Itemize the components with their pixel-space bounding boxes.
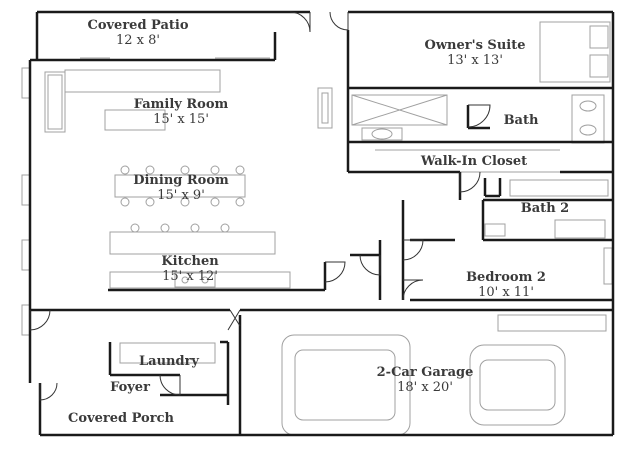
room-dimensions: 15' x 9': [157, 188, 205, 203]
room-name: Kitchen: [161, 254, 219, 269]
room-name: Foyer: [110, 380, 150, 395]
room-label-family-room: Family Room 15' x 15': [134, 97, 229, 127]
room-label-covered-patio: Covered Patio 12 x 8': [87, 18, 188, 48]
room-name: 2-Car Garage: [376, 365, 474, 380]
doors: [29, 11, 491, 401]
room-label-dining-room: Dining Room 15' x 9': [133, 173, 229, 203]
room-dimensions: 15' x 12': [162, 269, 218, 284]
room-name: Covered Porch: [68, 411, 174, 426]
patio-door-icon: [289, 11, 311, 33]
front-door-icon: [39, 382, 58, 401]
room-label-owners-suite: Owner's Suite 13' x 13': [425, 38, 526, 68]
shower-icon: [351, 94, 448, 126]
room-label-bath: Bath: [504, 113, 539, 128]
sofa-icon: [44, 71, 66, 133]
toilet-icon: [361, 127, 403, 141]
tv-console-icon: [317, 87, 333, 129]
sectional-sofa-icon: [64, 69, 221, 93]
room-dimensions: 13' x 13': [447, 53, 503, 68]
room-dimensions: 15' x 15': [153, 112, 209, 127]
room-label-garage: 2-Car Garage 18' x 20': [377, 365, 474, 395]
room-label-kitchen: Kitchen 15' x 12': [161, 254, 218, 284]
bathtub-icon: [509, 179, 609, 197]
stove-icon: [174, 272, 216, 288]
room-dimensions: 10' x 11': [478, 285, 534, 300]
room-label-bedroom-2: Bedroom 2 10' x 11': [466, 270, 546, 300]
walls: [28, 10, 615, 437]
bed-icon: [539, 21, 611, 83]
room-name: Dining Room: [133, 173, 229, 188]
room-name: Covered Patio: [87, 18, 189, 33]
washer-dryer-icon: [119, 342, 216, 364]
room-label-walk-in-closet: Walk-In Closet: [421, 154, 527, 169]
room-name: Bath: [503, 113, 539, 128]
car-icon: [469, 344, 566, 426]
hall-door-icon: [324, 261, 346, 283]
dining-table-icon: [114, 174, 246, 198]
room-name: Family Room: [133, 97, 229, 112]
room-name: Bedroom 2: [466, 270, 546, 285]
room-label-bath-2: Bath 2: [521, 201, 569, 216]
room-dimensions: 18' x 20': [397, 380, 453, 395]
room-name: Bath 2: [520, 201, 570, 216]
vanity-icon: [571, 94, 605, 144]
room-label-foyer: Foyer: [110, 380, 150, 395]
room-label-covered-porch: Covered Porch: [68, 411, 174, 426]
room-label-laundry: Laundry: [139, 354, 199, 369]
room-name: Walk-In Closet: [420, 154, 528, 169]
room-name: Laundry: [139, 354, 199, 369]
room-dimensions: 12 x 8': [116, 33, 160, 48]
room-name: Owner's Suite: [424, 38, 526, 53]
kitchen-island-icon: [109, 231, 276, 255]
fixtures: [21, 21, 613, 436]
